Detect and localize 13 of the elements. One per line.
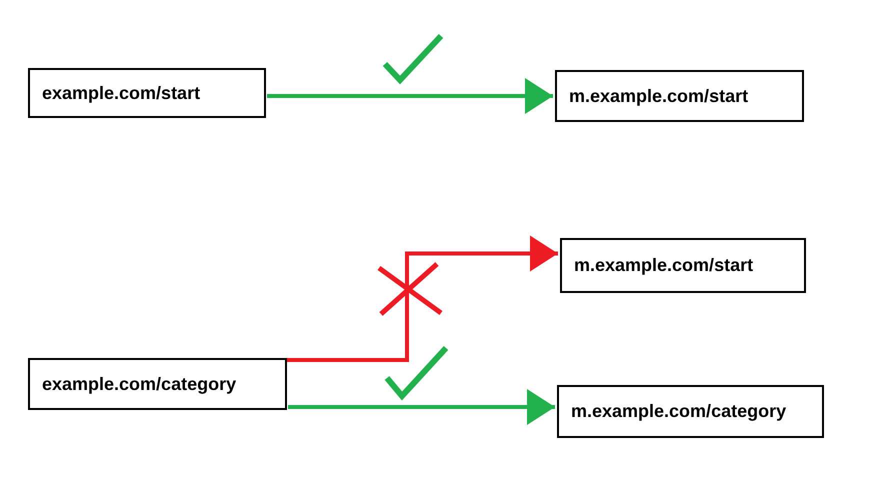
url-box <box>555 70 804 122</box>
url-text: example.com/category <box>42 372 236 396</box>
url-box <box>28 358 287 410</box>
url-text: m.example.com/start <box>574 254 754 277</box>
url-text: m.example.com/category <box>571 400 786 423</box>
url-text: example.com/start <box>42 82 200 105</box>
arrow <box>287 236 558 362</box>
url-box <box>28 68 266 118</box>
url-box <box>557 385 824 438</box>
arrow <box>288 389 555 425</box>
url-text: m.example.com/start <box>569 84 748 108</box>
url-box <box>560 238 806 293</box>
arrow <box>267 78 553 114</box>
